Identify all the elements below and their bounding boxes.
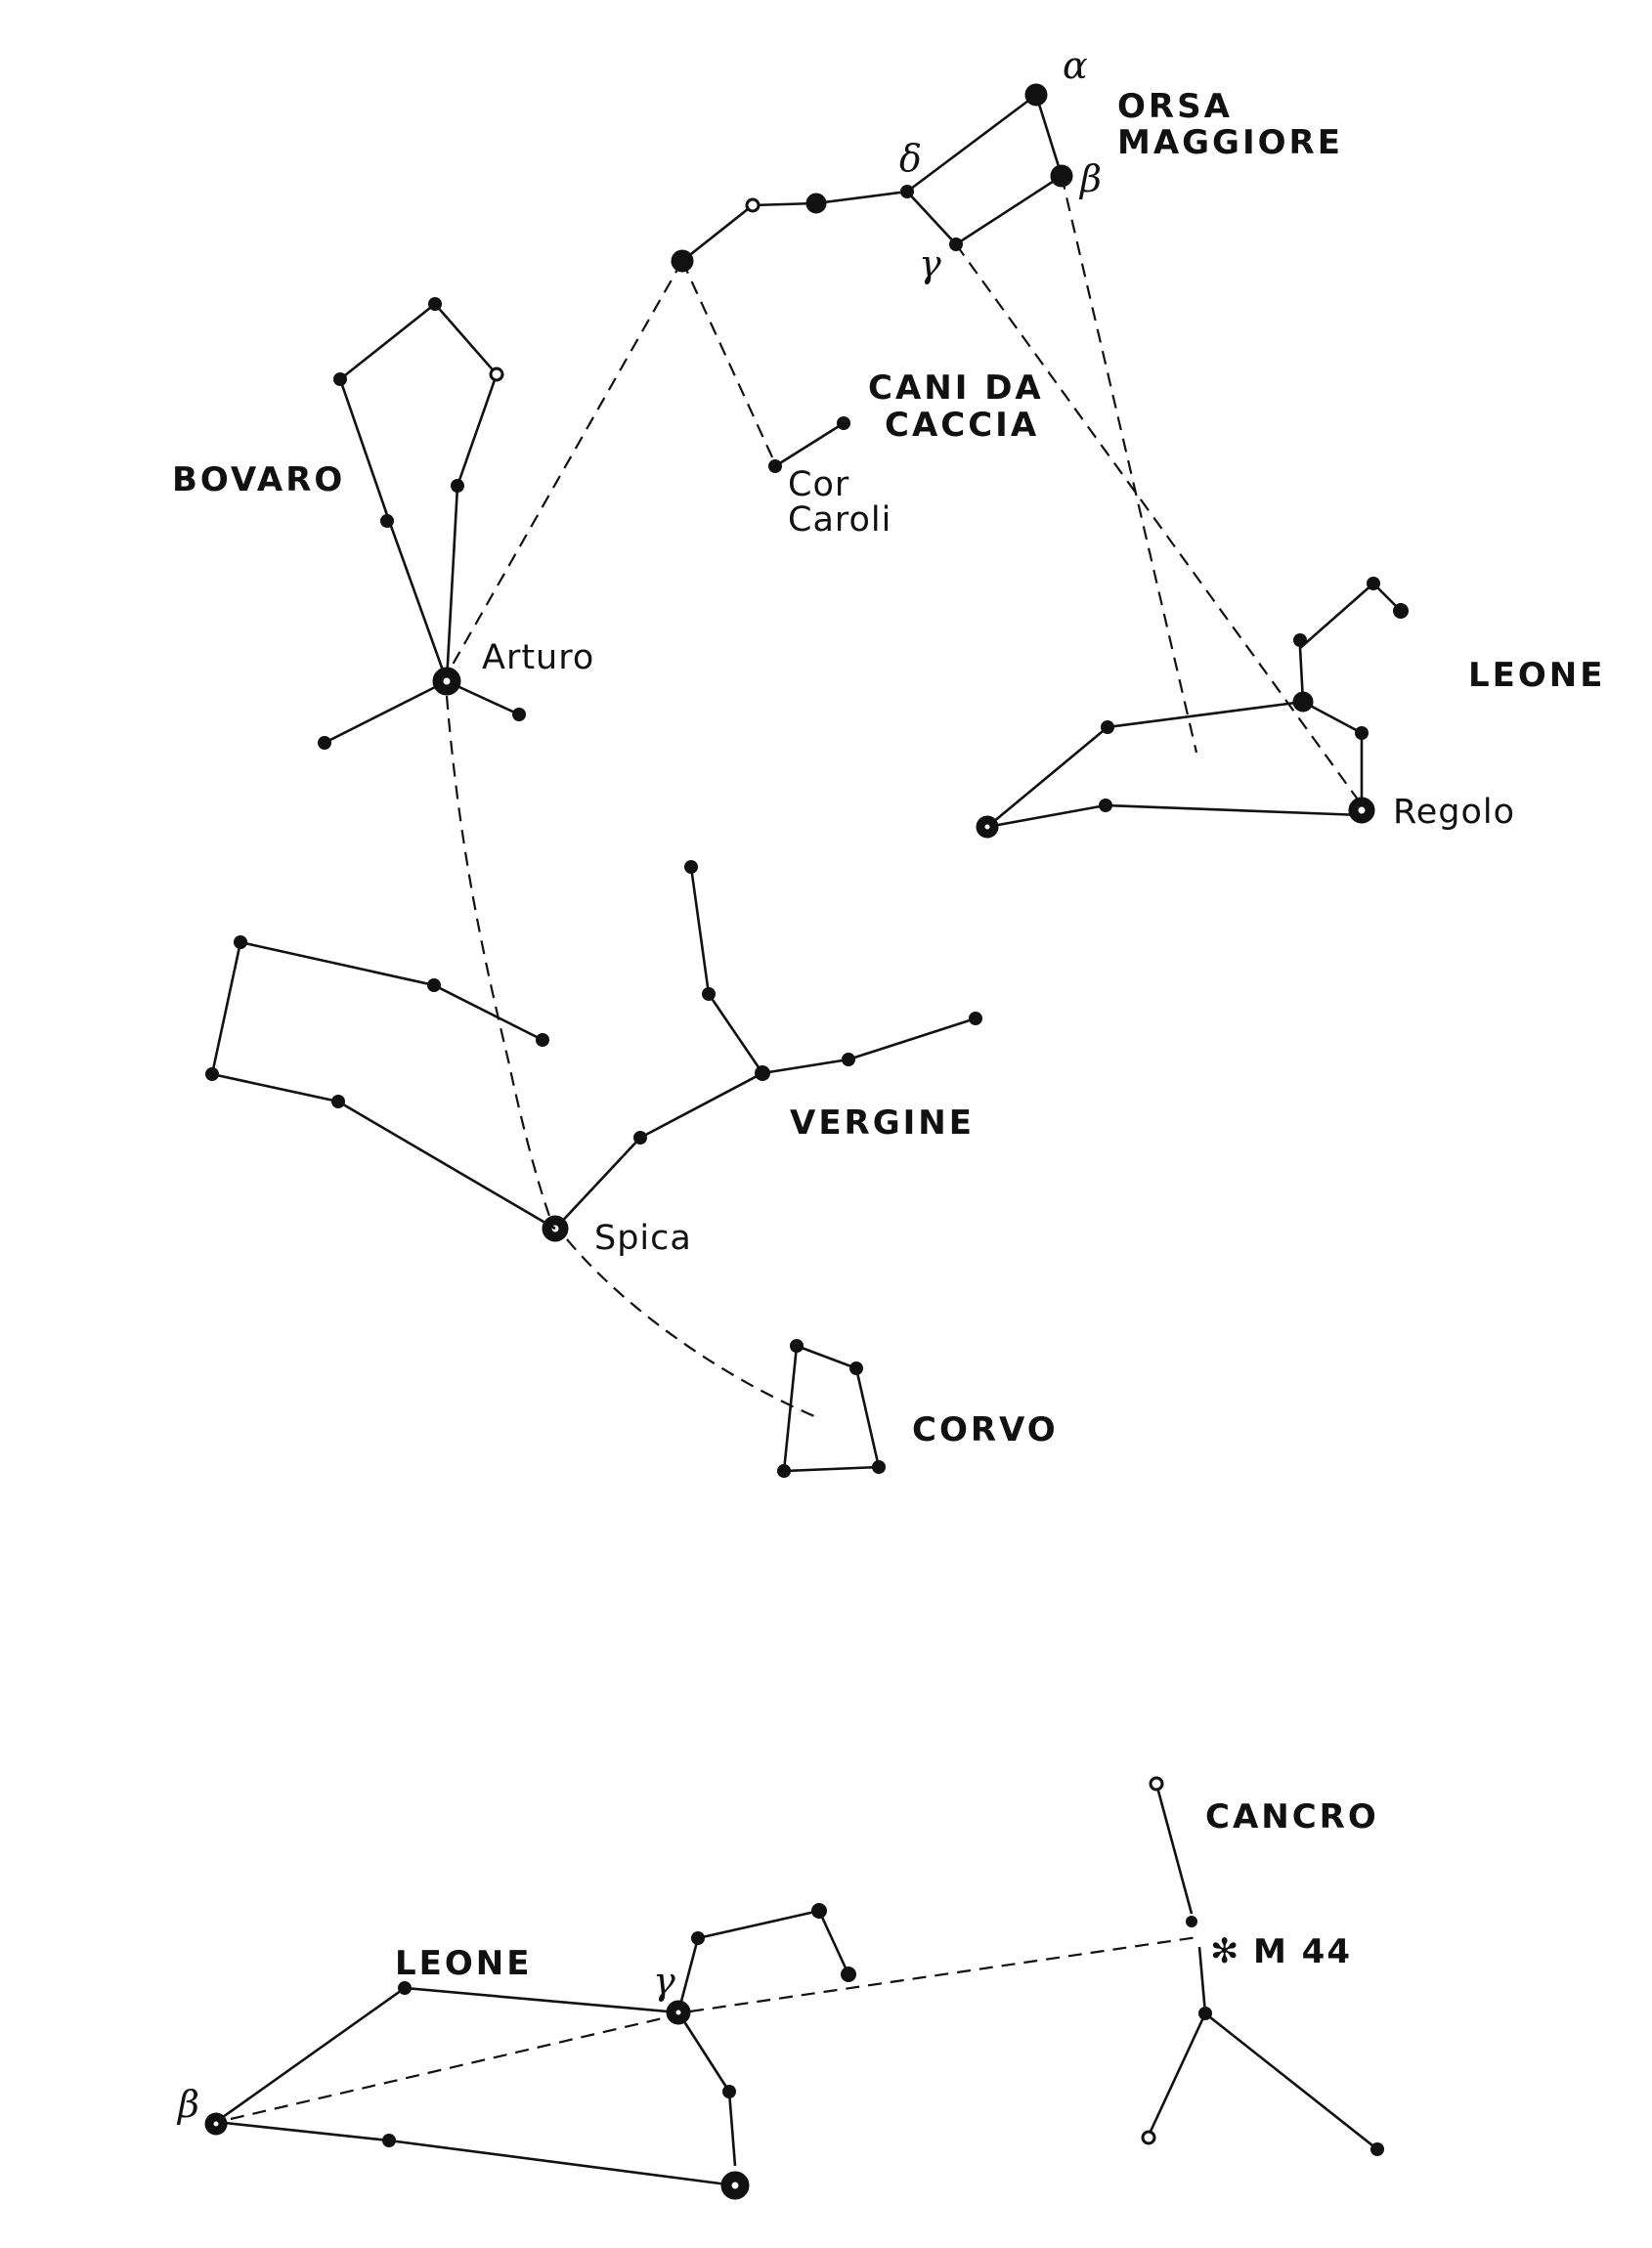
label-caccia: CACCIA (885, 406, 1039, 445)
star-delta-uma (900, 185, 914, 198)
canes-venatici (768, 416, 850, 473)
label-cor: Cor (788, 465, 849, 504)
label-vergine: VERGINE (790, 1103, 975, 1143)
label-maggiore: MAGGIORE (1117, 123, 1343, 162)
ursa-major-lines (681, 93, 1064, 263)
greek-beta-leo: β (176, 2083, 199, 2126)
libra-stars (205, 935, 549, 1108)
libra-lines (210, 940, 556, 1231)
star-zeta-uma (745, 197, 761, 213)
label-bovaro: BOVARO (172, 460, 345, 499)
leo-top-stars (976, 577, 1409, 839)
label-m44: M 44 (1253, 1932, 1352, 1971)
label-spica: Spica (594, 1219, 692, 1258)
greek-gamma: γ (919, 242, 941, 285)
guide-lines-bottom (230, 1935, 1198, 2121)
label-corvo: CORVO (912, 1410, 1059, 1449)
cancer-stars (1141, 1776, 1384, 2156)
leo-bottom-stars (204, 1903, 856, 2200)
greek-delta: δ (899, 137, 922, 180)
star-beta-cvn (837, 416, 850, 430)
greek-letters: α β γ δ γ β (176, 44, 1102, 2126)
label-cani-da: CANI DA (868, 368, 1044, 408)
virgo-lines (554, 866, 977, 1230)
cancer-lines (1147, 1783, 1378, 2151)
bootes-stars (318, 297, 526, 750)
star-labels: Cor Caroli Arturo Regolo Spica ✻ M 44 (482, 465, 1515, 1971)
label-regolo: Regolo (1393, 793, 1515, 832)
greek-beta: β (1078, 157, 1102, 200)
greek-alpha: α (1063, 44, 1088, 87)
label-leone-top: LEONE (1468, 656, 1605, 695)
label-arturo: Arturo (482, 638, 594, 677)
greek-gamma-leo: γ (653, 1960, 675, 2003)
star-epsilon-uma (805, 193, 827, 214)
star-cor-caroli (768, 459, 782, 473)
label-leone-bottom: LEONE (395, 1944, 532, 1983)
guide-lines-top (445, 175, 1359, 1421)
label-caroli: Caroli (788, 500, 891, 540)
label-cancro: CANCRO (1205, 1797, 1379, 1837)
m44-symbol-icon: ✻ (1210, 1932, 1239, 1971)
star-alpha-uma (1024, 83, 1048, 107)
corvus-stars (777, 1339, 886, 1478)
label-orsa: ORSA (1117, 87, 1233, 126)
virgo-stars (542, 860, 982, 1242)
leo-bottom-lines (212, 1909, 850, 2187)
leo-top-lines (982, 582, 1402, 830)
corvus-lines (782, 1344, 881, 1473)
constellation-labels: ORSA MAGGIORE CANI DA CACCIA BOVARO LEON… (172, 87, 1605, 1983)
